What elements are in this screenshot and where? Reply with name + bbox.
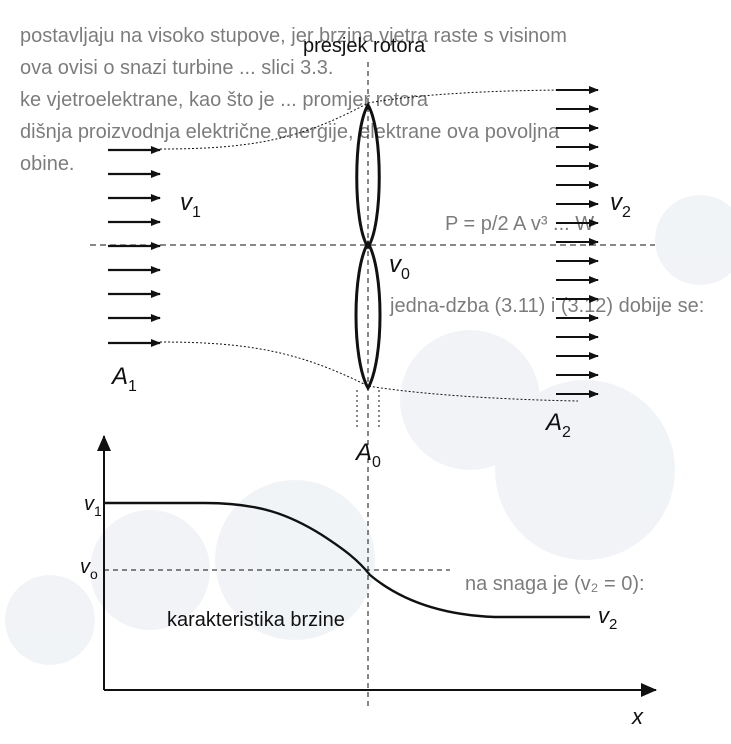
bg-text-row3: ke vjetroelektrane, kao što je ... promj… — [20, 89, 429, 111]
streamtube-upper — [159, 89, 579, 150]
chart-caption: karakteristika brzine — [167, 609, 345, 631]
bg-formula: P = p/2 A v³ ... W — [445, 213, 594, 235]
label-A0-main: A — [354, 439, 372, 466]
label-v2-sub: 2 — [622, 204, 631, 221]
bg-eq-ref: jedna-dzba (3.11) i (3.12) dobije se: — [389, 295, 704, 317]
bg-snaga: na snaga je (v₂ = 0): — [465, 573, 645, 595]
label-A1: A1 — [110, 363, 137, 395]
label-v2-main: v — [610, 189, 624, 216]
bg-text-row4: dišnja proizvodnja električne energije, … — [20, 121, 560, 143]
velocity-curve — [104, 501, 590, 619]
bg-text-row5: obine. — [20, 153, 75, 175]
label-v1: v1 — [180, 189, 201, 221]
bg-blob — [5, 575, 95, 665]
bg-text-row2: ova ovisi o snazi turbine ... slici 3.3. — [20, 57, 333, 79]
tick-v1-main: v — [84, 493, 95, 515]
rotor-blade-lower — [354, 240, 382, 392]
curve-end-v2-sub: 2 — [609, 616, 617, 633]
label-A1-sub: 1 — [128, 378, 137, 395]
label-v0: v0 — [389, 251, 410, 283]
tick-v1: v1 — [84, 493, 102, 519]
label-A1-main: A — [110, 363, 128, 390]
label-v1-main: v — [180, 189, 194, 216]
bg-blob — [215, 480, 375, 640]
velocity-chart: v1 vo v2 karakteristika brzine x — [80, 435, 657, 729]
tick-v1-sub: 1 — [94, 503, 102, 519]
label-A0: A0 — [354, 439, 381, 471]
tick-vo-main: v — [80, 556, 91, 578]
tick-vo-sub: o — [90, 566, 98, 582]
bg-blob — [655, 195, 731, 285]
label-v1-sub: 1 — [192, 204, 201, 221]
streamtube-lower — [159, 341, 579, 402]
x-axis-label: x — [631, 704, 644, 729]
label-v2: v2 — [610, 189, 631, 221]
title-presjek-rotora: presjek rotora — [303, 35, 426, 57]
bg-text-row1: postavljaju na visoko stupove, jer brzin… — [20, 25, 567, 47]
label-A2-main: A — [544, 409, 562, 436]
inflow-arrows — [108, 146, 161, 347]
rotor-blade-upper — [355, 102, 381, 250]
curve-end-v2: v2 — [598, 603, 617, 633]
label-A2: A2 — [544, 409, 571, 441]
label-A2-sub: 2 — [562, 424, 571, 441]
label-v0-main: v — [389, 251, 403, 278]
bg-blob — [495, 380, 675, 560]
outflow-arrows — [556, 86, 599, 398]
label-v0-sub: 0 — [401, 266, 410, 283]
curve-end-v2-main: v — [598, 603, 611, 628]
tick-vo: vo — [80, 556, 98, 582]
label-A0-sub: 0 — [372, 454, 381, 471]
